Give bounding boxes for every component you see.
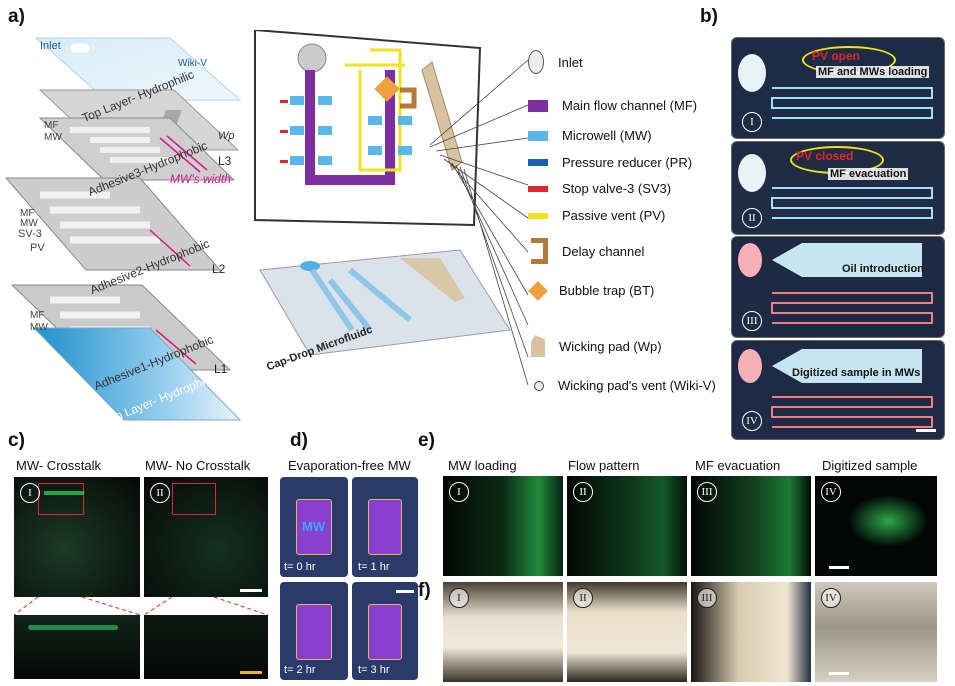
panel-f-label: f) — [418, 580, 431, 601]
mw-width-label: MW's width — [170, 172, 231, 186]
panel-f-roman-4: IV — [821, 588, 841, 608]
panel-b-roman-4: IV — [742, 411, 762, 431]
panel-b-caption-3: Oil introduction — [842, 263, 924, 275]
l3-label: L3 — [218, 154, 232, 168]
wicking-pad-icon — [531, 335, 545, 357]
panel-d-label: d) — [290, 430, 308, 451]
panel-e-title-4: Digitized sample — [822, 458, 918, 473]
time-label-3: t= 3 hr — [358, 664, 390, 676]
panel-f-roman-3: III — [697, 588, 717, 608]
panel-b-image-1: PV open MF and MWs loading I — [731, 37, 945, 139]
exploded-layer-stack — [4, 37, 242, 421]
panel-e-roman-4: IV — [821, 482, 841, 502]
wp-label: Wp — [218, 130, 235, 142]
time-label-2: t= 2 hr — [284, 664, 316, 676]
panel-f-image-2: II — [567, 582, 687, 682]
panel-c-image-1: I — [14, 477, 140, 597]
mf-label-low: MF — [30, 310, 45, 321]
main-flow-icon — [528, 99, 548, 112]
panel-d-image-1hr: t= 1 hr — [352, 477, 418, 577]
panel-c-zoom-2 — [144, 615, 268, 679]
panel-d-image-0hr: MW t= 0 hr — [280, 477, 348, 577]
panel-e-roman-2: II — [573, 482, 593, 502]
zoom-lines — [14, 597, 268, 615]
legend-inlet: Inlet — [528, 50, 583, 74]
pv-label: PV — [30, 242, 45, 254]
panel-d-image-2hr: t= 2 hr — [280, 582, 348, 680]
scale-bar — [916, 429, 936, 432]
l1-label: L1 — [214, 362, 228, 376]
sv3-label: SV-3 — [18, 228, 42, 240]
mw-label-top: MW — [44, 132, 62, 143]
mw-label-mid: MW — [20, 218, 38, 229]
panel-c-label: c) — [8, 430, 25, 451]
panel-d-image-3hr: t= 3 hr — [352, 582, 418, 680]
legend-passive-vent: Passive vent (PV) — [528, 208, 665, 223]
panel-b-caption-1: MF and MWs loading — [816, 66, 930, 78]
pv-open-callout: PV open — [812, 49, 861, 63]
l2-label: L2 — [212, 262, 226, 276]
panel-e-roman-1: I — [449, 482, 469, 502]
time-label-1: t= 1 hr — [358, 561, 390, 573]
inlet-layer-label: Inlet — [40, 40, 61, 52]
passive-vent-icon — [528, 212, 548, 219]
panel-e-title-2: Flow pattern — [568, 458, 640, 473]
panel-e-image-1: I — [443, 476, 563, 576]
legend-wicking-pad: Wicking pad (Wp) — [528, 335, 662, 357]
panel-b-roman-3: III — [742, 311, 762, 331]
delay-channel-icon — [531, 238, 548, 264]
legend-stop-valve: Stop valve-3 (SV3) — [528, 181, 671, 196]
panel-e-title-3: MF evacuation — [695, 458, 781, 473]
panel-c-zoom-1 — [14, 615, 140, 679]
pressure-reducer-icon — [528, 159, 548, 166]
mf-label-top: MF — [44, 120, 59, 131]
panel-b-roman-1: I — [742, 112, 762, 132]
panel-f-roman-1: I — [449, 588, 469, 608]
legend-bubble-trap: Bubble trap (BT) — [528, 280, 654, 301]
panel-c-roman-1: I — [20, 483, 40, 503]
panel-f-image-3: III — [691, 582, 811, 682]
panel-d-title: Evaporation-free MW — [288, 458, 411, 473]
inlet-icon — [528, 50, 544, 74]
panel-b-image-2: PV closed MF evacuation II — [731, 141, 945, 235]
panel-c-image-2: II — [144, 477, 268, 597]
panel-c-right-title: MW- No Crosstalk — [145, 458, 251, 473]
panel-f-roman-2: II — [573, 588, 593, 608]
panel-e-image-3: III — [691, 476, 811, 576]
legend-delay-channel: Delay channel — [528, 238, 644, 264]
panel-c-roman-2: II — [150, 483, 170, 503]
legend-main-flow: Main flow channel (MF) — [528, 98, 697, 113]
legend-microwell: Microwell (MW) — [528, 128, 652, 143]
panel-b-roman-2: II — [742, 208, 762, 228]
legend-leader-lines — [429, 59, 529, 386]
panel-f-image-1: I — [443, 582, 563, 682]
wiki-v-label: Wiki-V — [178, 58, 207, 69]
panel-b-image-4: Digitized sample in MWs IV — [731, 340, 945, 440]
channel-schematic — [254, 30, 511, 356]
panel-b-caption-4: Digitized sample in MWs — [792, 367, 921, 379]
mf-label-mid: MF — [20, 208, 35, 219]
microwell-icon — [528, 130, 548, 141]
panel-e-image-4: IV — [815, 476, 937, 576]
panel-c-left-title: MW- Crosstalk — [16, 458, 101, 473]
panel-e-title-1: MW loading — [448, 458, 517, 473]
panel-b-image-3: Oil introduction III — [731, 236, 945, 338]
panel-e-image-2: II — [567, 476, 687, 576]
panel-b-caption-2: MF evacuation — [828, 168, 909, 180]
legend-wicking-vent: Wicking pad's vent (Wiki-V) — [528, 378, 716, 393]
panel-e-roman-3: III — [697, 482, 717, 502]
mw-label-low: MW — [30, 322, 48, 333]
legend-pressure-reducer: Pressure reducer (PR) — [528, 155, 692, 170]
wicking-vent-icon — [534, 380, 544, 391]
bubble-trap-icon — [528, 280, 548, 301]
panel-b-label: b) — [700, 6, 718, 27]
panel-f-image-4: IV — [815, 582, 937, 682]
mw-label: MW — [302, 519, 326, 534]
panel-a-label: a) — [8, 6, 25, 27]
pv-closed-callout: PV closed — [796, 149, 854, 163]
stop-valve-icon — [528, 185, 548, 192]
time-label-0: t= 0 hr — [284, 561, 316, 573]
panel-e-label: e) — [418, 430, 435, 451]
